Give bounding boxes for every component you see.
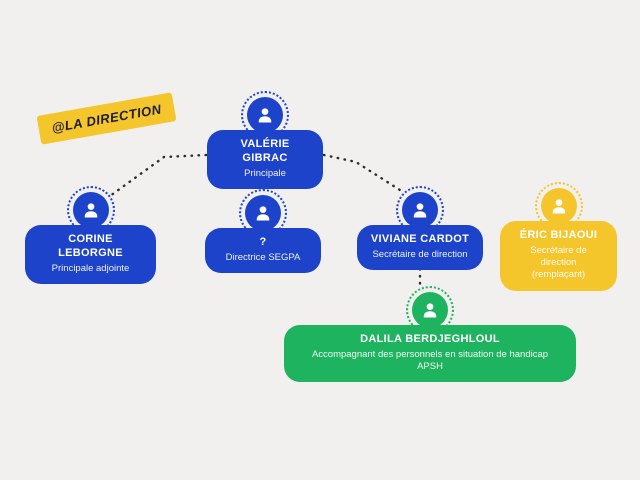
person-pill: VIVIANE CARDOT Secrétaire de direction	[357, 225, 483, 271]
person-name: DALILA BERDJEGHLOUL	[360, 333, 500, 345]
person-role: Directrice SEGPA	[225, 251, 301, 263]
person-role2: APSH	[417, 361, 443, 373]
person-role: Secrétaire de direction	[372, 248, 468, 260]
person-card-directrice-segpa: ? Directrice SEGPA	[205, 189, 321, 274]
avatar-ring	[534, 182, 583, 230]
person-pill: ÉRIC BIJAOUI Secrétaire de direction (re…	[500, 221, 617, 291]
person-pill: VALÉRIE GIBRAC Principale	[207, 130, 323, 189]
avatar-ring	[396, 186, 444, 234]
avatar	[245, 195, 281, 231]
person-pill: CORINE LEBORGNE Principale adjointe	[25, 225, 156, 284]
person-role: Principale adjointe	[51, 262, 130, 274]
person-card-eric-bijaoui: ÉRIC BIJAOUI Secrétaire de direction (re…	[500, 182, 617, 291]
avatar	[412, 292, 448, 328]
avatar	[540, 188, 577, 224]
person-role: Accompagnant des personnels en situation…	[311, 348, 549, 360]
section-badge: @LA DIRECTION	[36, 92, 177, 145]
person-card-corine-leborgne: CORINE LEBORGNE Principale adjointe	[25, 186, 156, 284]
avatar	[402, 192, 438, 228]
person-icon	[552, 199, 565, 214]
person-name: VALÉRIE GIBRAC	[240, 138, 290, 164]
person-card-viviane-cardot: VIVIANE CARDOT Secrétaire de direction	[357, 186, 483, 271]
person-pill: ? Directrice SEGPA	[205, 228, 321, 274]
avatar	[72, 192, 109, 228]
person-card-dalila-berdjeghloul: DALILA BERDJEGHLOUL Accompagnant des per…	[284, 286, 576, 383]
person-name: CORINE LEBORGNE	[58, 233, 123, 259]
person-icon	[423, 303, 437, 318]
person-icon	[84, 203, 97, 218]
person-pill: DALILA BERDJEGHLOUL Accompagnant des per…	[284, 325, 576, 383]
person-icon	[258, 108, 272, 123]
person-name: ÉRIC BIJAOUI	[519, 229, 598, 241]
person-icon	[413, 203, 427, 218]
person-card-valerie-gibrac: VALÉRIE GIBRAC Principale	[207, 91, 323, 189]
person-icon	[256, 206, 270, 221]
person-role: Secrétaire de direction	[530, 244, 587, 269]
avatar	[247, 97, 283, 133]
person-role: Principale	[244, 167, 286, 179]
person-name: ?	[259, 236, 267, 248]
avatar-ring	[406, 286, 454, 334]
person-name: VIVIANE CARDOT	[370, 233, 470, 245]
person-role2: (remplaçant)	[531, 269, 586, 281]
